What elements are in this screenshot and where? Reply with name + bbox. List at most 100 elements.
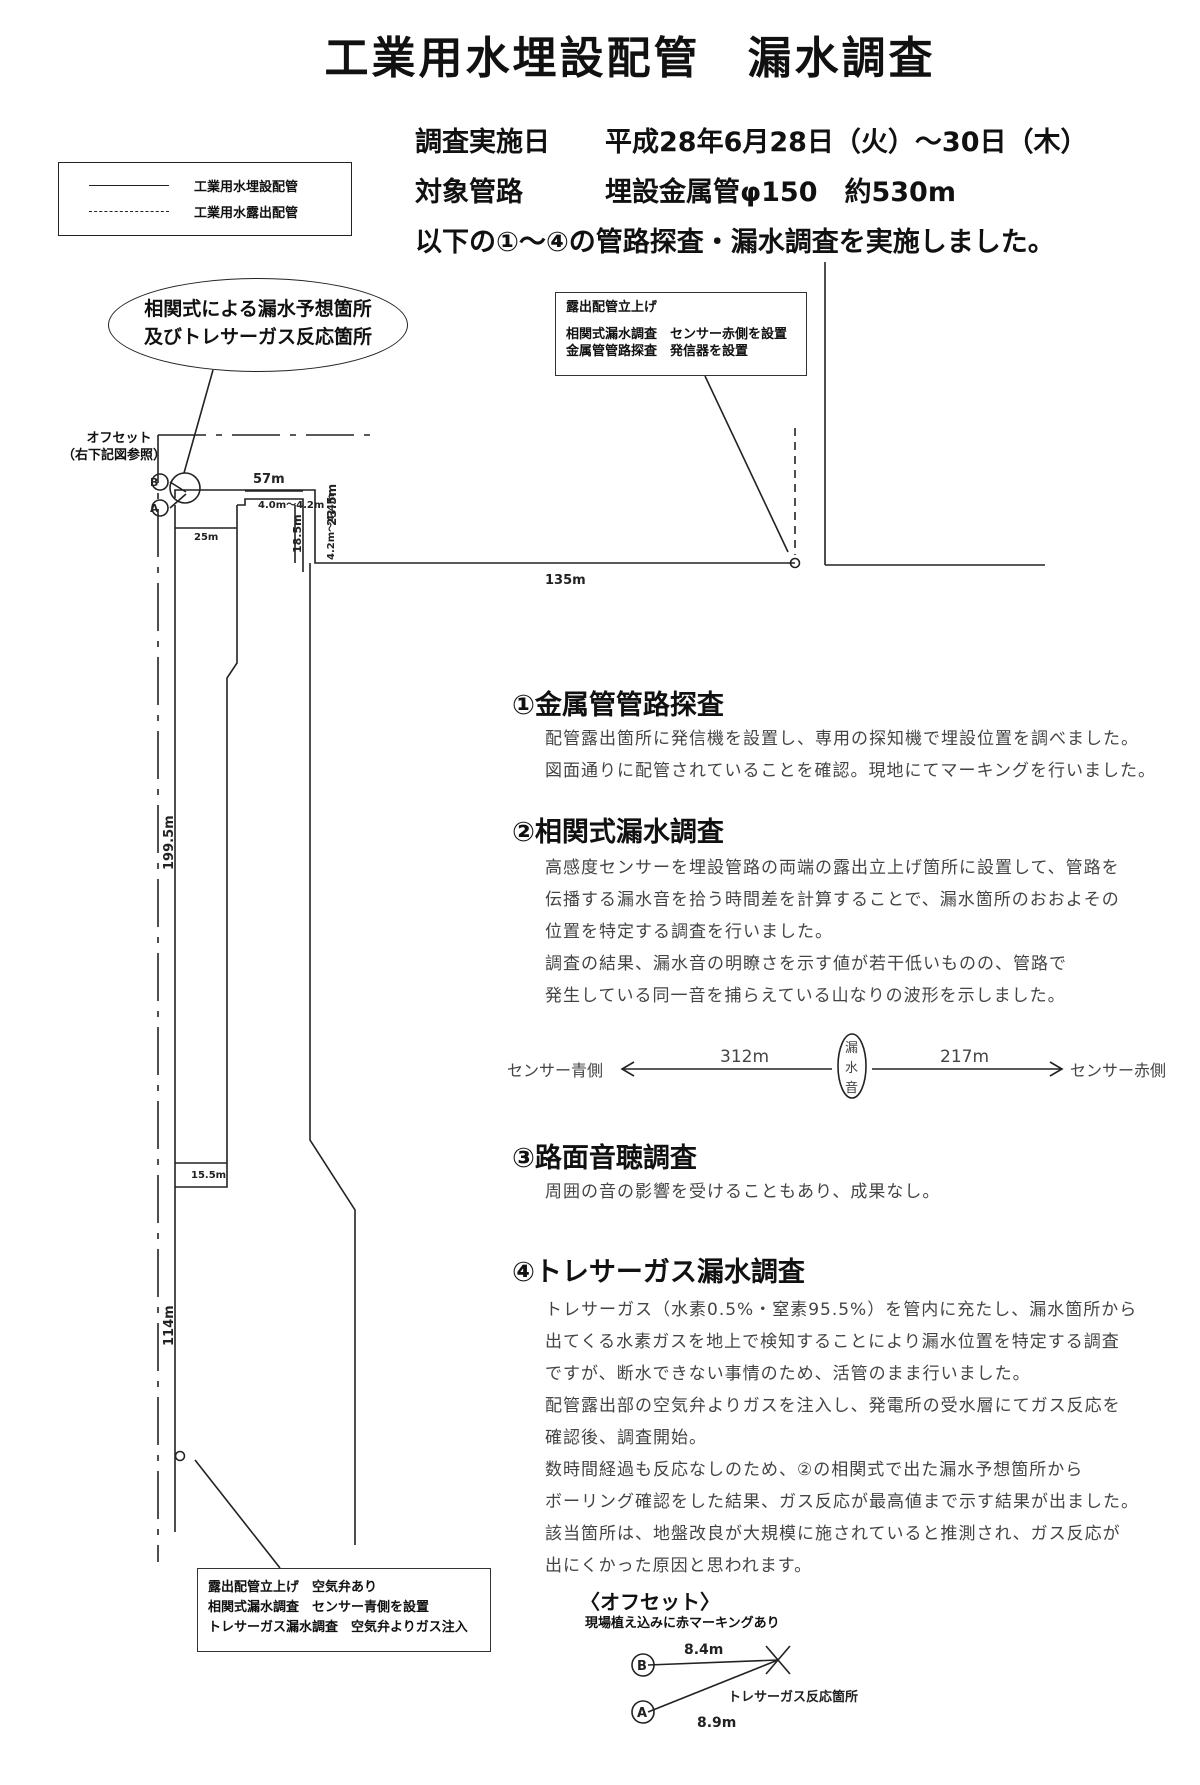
marker-a-circle <box>151 499 169 517</box>
page-title: 工業用水埋設配管 漏水調査 <box>324 33 936 84</box>
note-top-line-1: 露出配管立上げ <box>566 300 658 315</box>
dim-57m: 57m <box>253 472 285 487</box>
offset-diagram-title: 〈オフセット〉 <box>580 1590 720 1614</box>
section-3-heading: ③路面音聴調査 <box>512 1143 697 1174</box>
target-row: 対象管路 埋設金属管φ150 約530m <box>415 170 956 209</box>
section-2-line: 位置を特定する調査を行いました。 <box>545 922 833 942</box>
dim-185m: 18.5m <box>291 514 304 553</box>
note-bottom-line-1: 露出配管立上げ 空気弁あり <box>208 1580 378 1595</box>
dim-42-44: 4.2m～4.4m <box>326 494 337 560</box>
section-1-body: 配管露出箇所に発信機を設置し、専用の探知機で埋設位置を調べました。 図面通りに配… <box>545 723 1156 787</box>
note-bottom-line-3: トレサーガス漏水調査 空気弁よりガス注入 <box>208 1620 468 1635</box>
section-3-line: 周囲の音の影響を受けることもあり、成果なし。 <box>545 1182 941 1202</box>
section-4-line: ボーリング確認をした結果、ガス反応が最高値まで示す結果が出ました。 <box>545 1492 1139 1512</box>
note-top-line-3: 金属管管路探査 発信器を設置 <box>566 344 749 359</box>
section-2-line: 発生している同一音を捕らえている山なりの波形を示しました。 <box>545 986 1066 1006</box>
callout-line-1: 相関式による漏水予想箇所 <box>144 298 372 320</box>
marker-b-arrow <box>169 481 187 493</box>
date-row: 調査実施日 平成28年6月28日（火）～30日（木） <box>415 120 1088 159</box>
offset-label-note: （右下記図参照） <box>62 448 167 463</box>
sensor-left-distance: 312m <box>720 1047 769 1067</box>
section-1-line: 図面通りに配管されていることを確認。現地にてマーキングを行いました。 <box>545 761 1156 781</box>
marker-a-label: A <box>150 502 159 515</box>
dim-1995m: 199.5m <box>162 815 177 870</box>
legend: 工業用水埋設配管 工業用水露出配管 <box>58 162 352 236</box>
dim-25m: 25m <box>194 532 218 543</box>
buried-pipe-inner <box>175 505 238 1188</box>
legend-dashed-line <box>89 211 169 212</box>
summary-text: 以下の①～④の管路探査・漏水調査を実施しました。 <box>415 227 1055 258</box>
legend-buried-label: 工業用水埋設配管 <box>194 180 299 195</box>
date-label: 調査実施日 <box>415 127 550 158</box>
buried-pipe-right <box>309 563 356 1545</box>
offset-point-label: トレサーガス反応箇所 <box>728 1689 858 1705</box>
marker-b-circle <box>151 473 169 491</box>
offset-label: オフセット （右下記図参照） <box>62 430 166 464</box>
sensor-right-distance: 217m <box>940 1047 989 1067</box>
section-4-heading: ④トレサーガス漏水調査 <box>512 1257 805 1288</box>
offset-a-marker: A <box>637 1706 647 1721</box>
marker-a-arrow <box>169 493 187 509</box>
section-4-line: 数時間経過も反応なしのため、②の相関式で出た漏水予想箇所から <box>545 1460 1084 1480</box>
offset-diagram-subtitle: 現場植え込みに赤マーキングあり <box>585 1616 780 1631</box>
offset-b-marker: B <box>637 1659 647 1674</box>
offset-b-distance: 8.4m <box>684 1642 723 1658</box>
offset-a-circle <box>631 1700 655 1724</box>
offset-b-circle <box>631 1653 655 1677</box>
leak-sound-char-2: 水 <box>845 1061 858 1076</box>
exposed-riser-note-bottom: 露出配管立上げ 空気弁あり 相関式漏水調査 センサー青側を設置 トレサーガス漏水… <box>197 1568 491 1652</box>
dim-155m: 15.5m <box>191 1170 226 1181</box>
section-4-body: トレサーガス（水素0.5%・窒素95.5%）を管内に充たし、漏水箇所から 出てく… <box>545 1294 1139 1582</box>
date-value: 平成28年6月28日（火）～30日（木） <box>605 127 1088 158</box>
leak-sound-ellipse <box>837 1033 867 1099</box>
riser-top-marker <box>789 557 801 569</box>
sensor-red-label: センサー赤側 <box>1070 1061 1166 1080</box>
offset-b-line <box>647 1659 779 1666</box>
offset-x-mark-2 <box>765 1645 791 1675</box>
section-4-line: 確認後、調査開始。 <box>545 1428 707 1448</box>
note-bottom-leader <box>194 1459 281 1569</box>
section-2-line: 調査の結果、漏水音の明瞭さを示す値が若干低いものの、管路で <box>545 954 1067 974</box>
note-top-leader <box>704 375 789 553</box>
dim-235m: 23.5m <box>325 484 339 526</box>
target-label: 対象管路 <box>415 177 523 208</box>
buried-pipe-top <box>174 489 795 564</box>
legend-exposed-label: 工業用水露出配管 <box>194 206 299 221</box>
offset-label-title: オフセット <box>86 431 152 446</box>
section-4-line: トレサーガス（水素0.5%・窒素95.5%）を管内に充たし、漏水箇所から <box>545 1300 1138 1320</box>
section-2-heading: ②相関式漏水調査 <box>512 817 724 848</box>
dim-40-42: 4.0m～4.2m <box>258 500 324 511</box>
offset-a-line <box>647 1659 779 1713</box>
callout-leader <box>183 369 214 474</box>
section-4-line: 出にくかった原因と思われます。 <box>545 1556 813 1576</box>
sensor-right-arrow <box>1049 1061 1064 1077</box>
buried-pipe-inner-top <box>237 498 304 572</box>
section-1-heading: ①金属管管路探査 <box>512 690 724 721</box>
section-2-body: 高感度センサーを埋設管路の両端の露出立上げ箇所に設置して、管路を 伝播する漏水音… <box>545 852 1120 1012</box>
riser-bottom-marker <box>174 1450 186 1462</box>
leak-location-circle <box>169 472 201 504</box>
sensor-left-arrow <box>620 1061 635 1077</box>
section-2-line: 伝播する漏水音を拾う時間差を計算することで、漏水箇所のおおよその <box>545 890 1120 910</box>
dim-135m: 135m <box>545 573 586 588</box>
leak-sound-char-3: 音 <box>845 1080 858 1096</box>
dim-114m: 114m <box>162 1305 177 1346</box>
section-4-line: 配管露出部の空気弁よりガスを注入し、発電所の受水層にてガス反応を <box>545 1396 1121 1416</box>
exposed-riser-note-top: 露出配管立上げ 相関式漏水調査 センサー赤側を設置 金属管管路探査 発信器を設置 <box>555 292 807 376</box>
leak-sound-char-1: 漏 <box>845 1040 858 1056</box>
section-2-line: 高感度センサーを埋設管路の両端の露出立上げ箇所に設置して、管路を <box>545 858 1120 878</box>
callout-line-2: 及びトレサーガス反応箇所 <box>143 326 372 348</box>
section-1-line: 配管露出箇所に発信機を設置し、専用の探知機で埋設位置を調べました。 <box>545 729 1139 749</box>
offset-a-distance: 8.9m <box>697 1715 736 1731</box>
target-value: 埋設金属管φ150 約530m <box>605 177 956 208</box>
section-4-line: 該当箇所は、地盤改良が大規模に施されていると推測され、ガス反応が <box>545 1524 1121 1544</box>
section-4-line: 出てくる水素ガスを地上で検知することにより漏水位置を特定する調査 <box>545 1332 1120 1352</box>
leak-callout: 相関式による漏水予想箇所 及びトレサーガス反応箇所 <box>108 278 408 372</box>
marker-b-label: B <box>150 476 158 489</box>
note-bottom-line-2: 相関式漏水調査 センサー青側を設置 <box>208 1600 430 1615</box>
sensor-blue-label: センサー青側 <box>507 1061 603 1080</box>
legend-solid-line <box>89 185 169 186</box>
note-top-line-2: 相関式漏水調査 センサー赤側を設置 <box>566 327 788 342</box>
section-4-line: ですが、断水できない事情のため、活管のまま行いました。 <box>545 1364 1031 1384</box>
